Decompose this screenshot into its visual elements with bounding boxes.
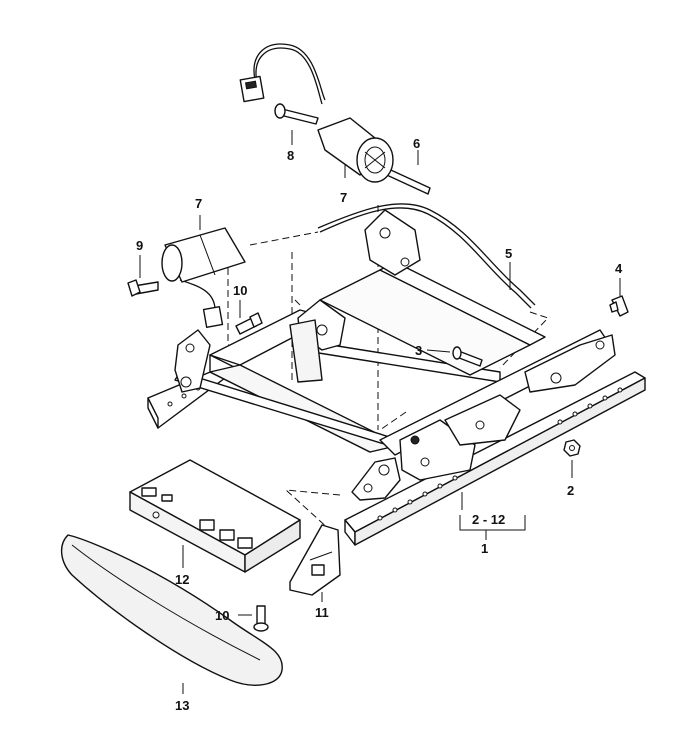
callout-3: 3	[415, 343, 422, 358]
callout-2-12: 2 - 12	[472, 512, 505, 527]
callout-10-lower: 10	[215, 608, 229, 623]
bracket-11	[289, 524, 341, 596]
callout-4: 4	[615, 261, 623, 276]
callout-10-upper: 10	[233, 283, 247, 298]
trim-cover-13	[61, 534, 283, 686]
callout-2: 2	[567, 483, 574, 498]
callout-9: 9	[136, 238, 143, 253]
callout-13: 13	[175, 698, 189, 713]
seat-frame-assembly	[147, 209, 646, 546]
callout-6: 6	[413, 136, 420, 151]
control-unit-12	[129, 459, 301, 573]
bolt-10-upper	[235, 312, 263, 335]
drive-cable-5	[317, 203, 536, 309]
bolt-3	[452, 346, 483, 367]
callout-12: 12	[175, 572, 189, 587]
motor-lower-7	[161, 227, 246, 283]
callout-5: 5	[505, 246, 512, 261]
callout-labels: 6 8 7 7 9 10 5 4 3 2 2 - 12 1 12 11 10 1…	[136, 136, 623, 713]
connector-lower	[202, 306, 224, 328]
nut-2	[563, 439, 581, 457]
callout-11: 11	[315, 605, 329, 620]
callout-8: 8	[287, 148, 294, 163]
upper-motor-cable	[253, 43, 326, 105]
motor-upper-7	[317, 117, 394, 183]
bolt-9	[127, 279, 159, 297]
callout-1: 1	[481, 541, 488, 556]
clip-4	[609, 295, 629, 317]
connector-upper	[239, 75, 265, 103]
bolt-8	[274, 103, 319, 125]
bolt-10-lower	[253, 605, 269, 632]
leader-lines	[139, 130, 621, 694]
callout-7-upper: 7	[340, 190, 347, 205]
right-rail-holes	[377, 387, 623, 521]
callout-7-lower: 7	[195, 196, 202, 211]
